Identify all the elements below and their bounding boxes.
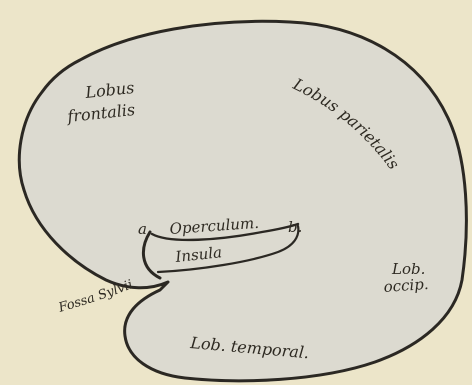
marker-b: b. (288, 218, 302, 236)
marker-a: a (138, 220, 147, 238)
brain-hemisphere-outline (19, 21, 466, 380)
label-fossa-sylvii-path: Fossa Sylvii (56, 277, 135, 316)
label-lob-occip-line2: occip. (383, 275, 429, 296)
label-fossa-sylvii: Fossa Sylvii (56, 277, 135, 316)
